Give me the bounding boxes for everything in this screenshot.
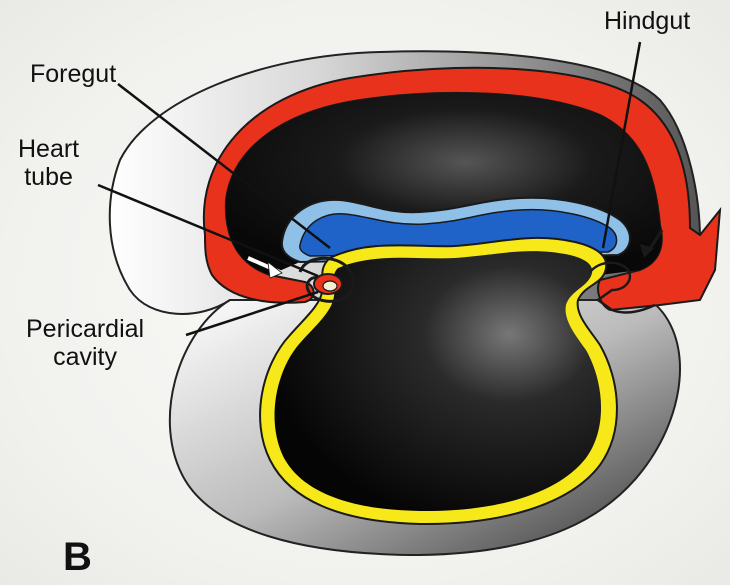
label-heart-tube-line1: Heart [18, 135, 79, 163]
label-heart-tube: Heart tube [18, 135, 79, 191]
label-foregut: Foregut [30, 60, 116, 88]
label-pericardial-line2: cavity [26, 343, 144, 371]
panel-letter-text: B [63, 535, 92, 579]
label-pericardial-cavity: Pericardial cavity [26, 315, 144, 371]
label-hindgut-text: Hindgut [604, 7, 690, 35]
label-heart-tube-line2: tube [18, 163, 79, 191]
panel-letter: B [63, 535, 92, 579]
label-pericardial-line1: Pericardial [26, 315, 144, 343]
label-hindgut: Hindgut [604, 7, 690, 35]
heart-tube-lumen [323, 281, 337, 291]
label-foregut-text: Foregut [30, 60, 116, 88]
